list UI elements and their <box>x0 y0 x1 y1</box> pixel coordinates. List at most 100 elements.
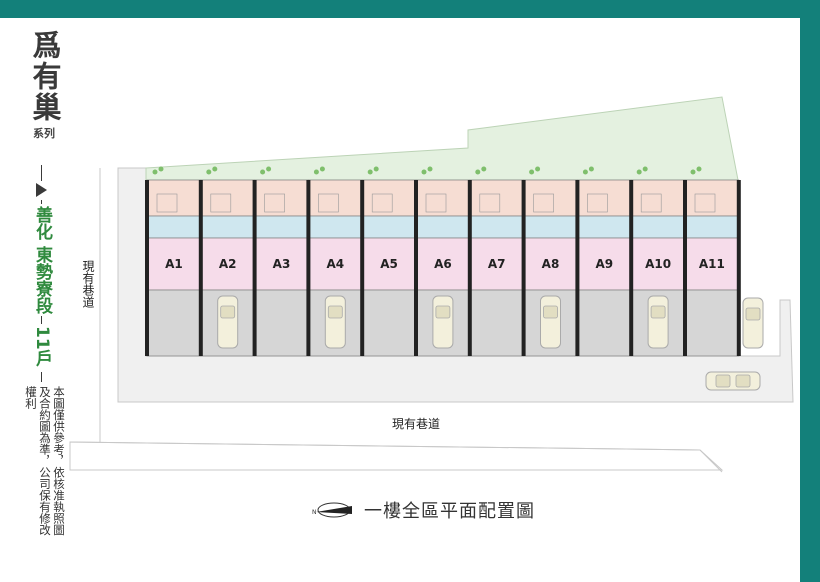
car-icon <box>540 295 561 349</box>
frame-top-bar <box>0 0 820 18</box>
plan-caption: 一樓全區平面配置圖 <box>364 501 535 522</box>
unit-a3: A3 <box>252 166 309 357</box>
divider-line <box>41 200 42 204</box>
shrub <box>421 169 427 175</box>
stair <box>533 193 554 213</box>
unit-label: A4 <box>326 257 344 271</box>
unit-a7: A7 <box>467 166 524 357</box>
shrub <box>690 169 696 175</box>
unit-count: 11戶 <box>32 326 52 367</box>
triangle-play-icon <box>36 183 47 197</box>
car-icon <box>742 297 764 349</box>
brand-series: 系列 <box>33 127 55 140</box>
shrub <box>588 166 594 172</box>
shrub <box>636 169 642 175</box>
stair <box>318 193 339 213</box>
unit-a11: A11 <box>683 166 740 357</box>
kitchen-room <box>684 179 740 217</box>
shrub <box>212 166 218 172</box>
shrub <box>481 166 487 172</box>
stair <box>425 193 447 213</box>
shrub <box>158 166 164 172</box>
party-wall <box>414 180 418 356</box>
shrub <box>367 169 373 175</box>
garage <box>577 289 632 357</box>
party-wall <box>736 180 741 356</box>
unit-label: A10 <box>645 257 671 271</box>
shrub <box>582 169 588 175</box>
unit-label: A6 <box>434 257 452 271</box>
unit-a5: A5 <box>360 166 417 357</box>
bath-room <box>469 215 524 239</box>
project-location: 善化 東勢寮段 <box>32 206 52 314</box>
brand-title: 爲有巢 <box>28 30 62 123</box>
kitchen-room <box>577 179 632 217</box>
unit-a4: A4 <box>306 166 363 357</box>
living-room <box>523 237 578 291</box>
party-wall <box>467 180 472 356</box>
living-room <box>469 237 524 291</box>
unit-a1: A1 <box>145 166 202 357</box>
garden-area <box>145 96 739 181</box>
kitchen-room <box>523 179 578 217</box>
car-icon <box>324 295 346 349</box>
party-wall <box>521 180 526 356</box>
shrub <box>427 166 433 172</box>
bath-room <box>415 215 471 239</box>
unit-label: A2 <box>219 257 237 271</box>
stair <box>587 193 608 213</box>
unit-label: A3 <box>273 257 291 271</box>
party-wall <box>252 180 257 356</box>
car-icon <box>647 295 669 349</box>
shrub <box>696 166 702 172</box>
shrub <box>260 169 266 175</box>
unit-a8: A8 <box>521 166 578 357</box>
shrub <box>313 169 319 175</box>
car-icon <box>432 295 454 349</box>
road-label-left: 現有巷道 <box>81 260 95 308</box>
unit-label: A9 <box>595 257 613 271</box>
unit-a2: A2 <box>198 166 256 357</box>
unit-label: A7 <box>488 257 506 271</box>
kitchen-room <box>415 179 471 217</box>
bath-room <box>684 215 740 239</box>
stair <box>156 193 178 213</box>
shrub <box>206 169 212 175</box>
shrub <box>535 166 541 172</box>
stair <box>210 193 232 213</box>
party-wall <box>145 180 149 356</box>
units-layer: A1 A2 A3 A4 A5 A6 A7 A8 A9 A10 A11 <box>145 166 741 357</box>
shrub <box>529 169 535 175</box>
stair <box>479 193 501 213</box>
bath-room <box>307 215 363 239</box>
garage <box>146 289 202 357</box>
living-room <box>577 237 632 291</box>
unit-a10: A10 <box>629 166 686 357</box>
frame-right-bar <box>800 0 820 582</box>
kitchen-room <box>307 179 363 217</box>
stair <box>264 193 285 213</box>
stair <box>371 193 393 213</box>
living-room <box>684 237 740 291</box>
shrub <box>152 169 158 175</box>
shrub <box>319 166 325 172</box>
bath-room <box>630 215 686 239</box>
shrub <box>373 166 379 172</box>
bath-room <box>254 215 309 239</box>
kitchen-room <box>254 179 309 217</box>
unit-a6: A6 <box>414 166 471 357</box>
kitchen-room <box>469 179 524 217</box>
unit-a9: A9 <box>575 166 632 357</box>
party-wall <box>683 180 687 356</box>
shrub <box>642 166 648 172</box>
divider-line <box>41 316 42 324</box>
kitchen-room <box>630 179 686 217</box>
north-arrow-icon: N <box>312 502 352 518</box>
bath-room <box>361 215 417 239</box>
bath-room <box>200 215 256 239</box>
divider-line <box>41 372 42 382</box>
brand-block: 爲有巢 系列 <box>22 30 66 141</box>
disclaimer-text: 本圖僅供參考，依核准執照圖及合約圖為準，公司保有修改權利 <box>24 386 66 536</box>
divider-line <box>41 165 42 181</box>
